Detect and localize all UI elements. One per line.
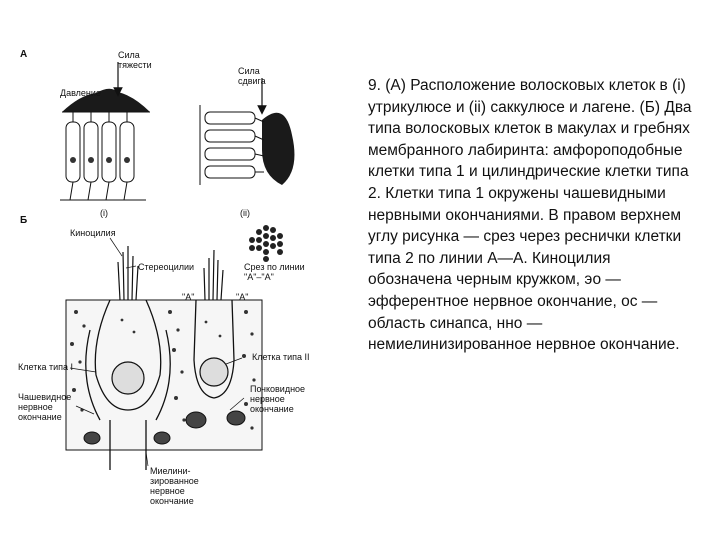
cilia-cross-section: [249, 225, 283, 262]
section-marker-left: "А": [182, 292, 195, 302]
panel-b-epithelium: [65, 237, 263, 470]
caption-text: 9. (А) Расположение волосковых клеток в …: [368, 77, 692, 354]
subpanel-i-label: (i): [100, 208, 108, 218]
section-line-label: Срез по линии "А"–"А": [244, 262, 305, 282]
calyx-ending-label: Чашевидное нервное окончание: [18, 392, 72, 422]
panel-a-utricle-illustration: [60, 62, 150, 201]
section-marker-right: "А": [236, 292, 249, 302]
stereocilia-label: Стереоцилии: [138, 262, 195, 272]
hair-cell-type-2-label: Клетка типа II: [252, 352, 310, 362]
gravity-force-label: Сила тяжести: [118, 50, 152, 70]
hair-cell-figure: А Сила тяжести Сила сдвига Давление (i) …: [18, 49, 310, 507]
panel-b-label: Б: [20, 215, 28, 226]
myelinated-ending-label: Миелини- зированное нервное окончание: [150, 466, 199, 506]
pressure-label: Давление: [60, 88, 101, 98]
bouton-ending-label: Почковидное нервное окончание: [250, 384, 306, 414]
subpanel-ii-label: (ii): [240, 208, 250, 218]
figure-drawing: [60, 62, 295, 470]
panel-a-saccule-illustration: [199, 78, 295, 185]
hair-cell-type-1-label: Клетка типа I: [18, 362, 73, 372]
panel-a-label: А: [20, 49, 28, 60]
figure-caption: 9. (А) Расположение волосковых клеток в …: [368, 75, 698, 356]
kinocilium-label: Киноцилия: [70, 228, 116, 238]
shear-force-label: Сила сдвига: [238, 66, 266, 86]
